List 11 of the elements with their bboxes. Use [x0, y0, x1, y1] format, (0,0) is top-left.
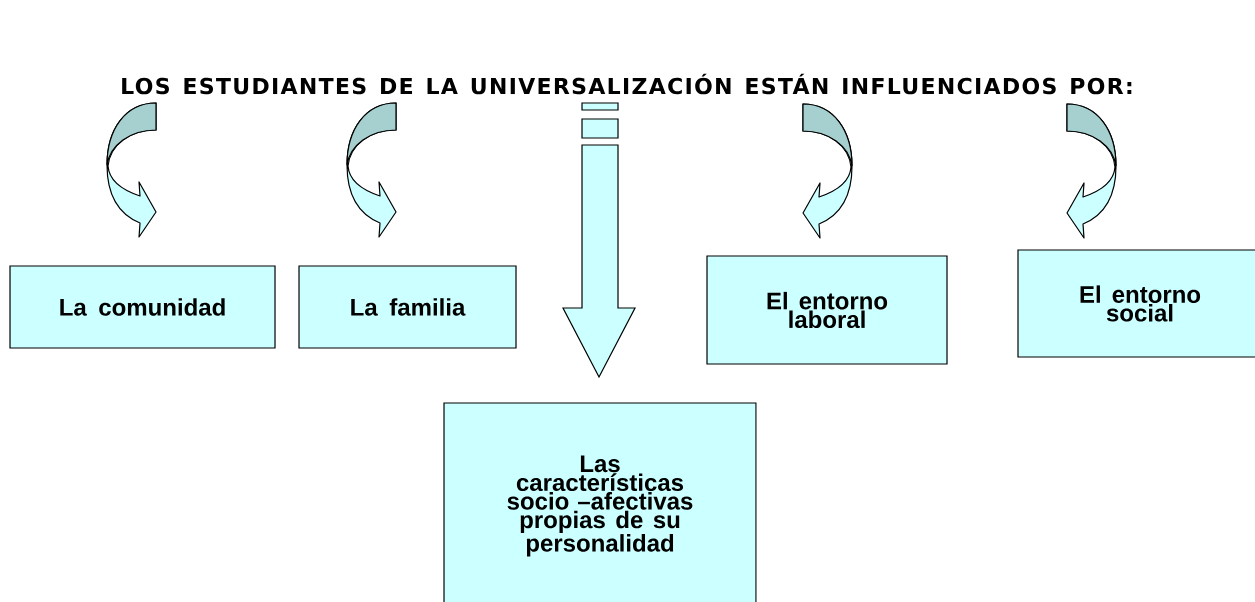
title: LOS ESTUDIANTES DE LA UNIVERSALIZACIÓN ESTÁN INFLUENCIADOS POR: [122, 73, 1132, 95]
text-box: La comunidad [9, 265, 276, 349]
block-arrow [562, 102, 636, 379]
text-box: El entorno laboral [706, 255, 948, 365]
curved-arrow [106, 102, 157, 238]
curved-arrow [802, 103, 853, 239]
curved-arrow [346, 102, 397, 238]
text-box: El entorno social [1017, 249, 1255, 358]
text-box: La familia [298, 265, 517, 349]
text-box: Las características socio –afectivas propias de su personalidad [443, 402, 757, 602]
curved-arrow [1066, 103, 1117, 239]
